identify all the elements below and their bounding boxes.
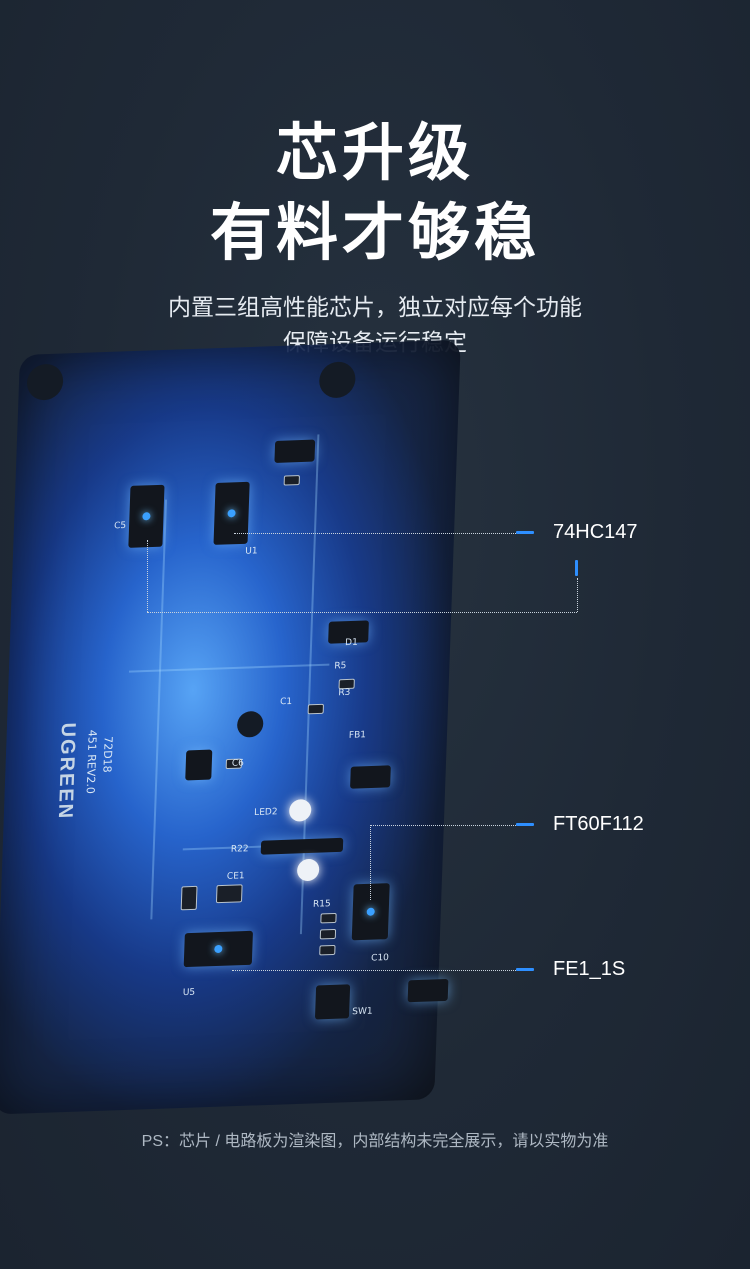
led-indicator [296, 858, 320, 882]
silk-label: C5 [113, 520, 127, 532]
capacitor-ce1 [215, 884, 243, 904]
callout-marker-ft60f112 [516, 823, 534, 826]
callout-vertical-marker [575, 560, 578, 576]
callout-line-fe1-1s [232, 970, 516, 971]
callout-marker-74hc147 [516, 531, 534, 534]
silk-label: SW1 [352, 1006, 373, 1018]
mounting-hole [318, 361, 356, 399]
diode-d2 [407, 978, 449, 1003]
ic-chip-u4 [185, 749, 213, 781]
silk-label: R3 [338, 687, 351, 699]
silk-label: R5 [334, 661, 347, 672]
diode-top [274, 439, 316, 463]
chip-marker-dot [214, 944, 223, 954]
capacitor [283, 475, 300, 486]
callout-bracket-left [147, 540, 148, 612]
led-indicator [288, 799, 312, 822]
mounting-hole [236, 710, 264, 738]
headline-line-1: 芯升级 [275, 119, 474, 188]
chip-marker-dot [142, 512, 151, 521]
silk-label: U5 [182, 987, 196, 999]
disclaimer-note: PS：芯片 / 电路板为渲染图，内部结构未完全展示，请以实物为准 [141, 1133, 609, 1150]
silk-label: D1 [344, 637, 358, 649]
capacitor [180, 885, 198, 911]
resistor-r22 [260, 837, 344, 855]
silk-label: LED2 [253, 807, 278, 818]
ic-chip-fe1-1s [183, 930, 253, 968]
subtitle-line-1: 内置三组高性能芯片，独立对应每个功能 [168, 294, 582, 320]
ic-chip-74hc147-b [213, 481, 250, 545]
resistor [319, 944, 336, 956]
callout-bracket-bottom [147, 612, 577, 613]
circuit-board-illustration: C5 U1 D1 R5 R3 C1 FB1 C6 LED2 R22 CE1 R1… [0, 339, 750, 1155]
circuit-trace [150, 499, 168, 920]
silk-label: C10 [370, 953, 390, 964]
callout-label-74hc147: 74HC147 [553, 521, 638, 543]
silk-label: C6 [231, 758, 245, 769]
silk-label: R15 [312, 899, 331, 910]
silk-label: C1 [279, 696, 293, 708]
silk-label: CE1 [226, 871, 245, 882]
callout-label-fe1-1s: FE1_1S [553, 958, 626, 980]
chip-marker-dot [366, 907, 375, 916]
circuit-board: C5 U1 D1 R5 R3 C1 FB1 C6 LED2 R22 CE1 R1… [0, 339, 461, 1115]
chip-marker-dot [227, 509, 236, 518]
headline-line-2: 有料才够稳 [209, 199, 540, 268]
callout-drop-ft60f112 [370, 825, 371, 900]
silk-label: R22 [230, 844, 249, 855]
diode-d4 [350, 765, 391, 789]
resistor [319, 928, 337, 940]
callout-bracket-right [577, 578, 578, 612]
switch-sw1 [314, 984, 351, 1020]
board-brand-label: UGREEN [53, 722, 80, 821]
capacitor [307, 703, 324, 715]
resistor [320, 912, 337, 924]
callout-label-ft60f112: FT60F112 [553, 813, 644, 835]
ic-chip-74hc147-a [128, 484, 165, 548]
board-code-label: 72D18 [100, 735, 115, 773]
mounting-hole [26, 363, 64, 401]
callout-line-ft60f112 [370, 825, 516, 826]
callout-line-74hc147 [234, 533, 516, 534]
silk-label: U1 [245, 546, 258, 557]
callout-marker-fe1-1s [516, 968, 534, 971]
board-model-label: 451 REV2.0 [83, 729, 99, 795]
silk-label: FB1 [348, 730, 367, 741]
